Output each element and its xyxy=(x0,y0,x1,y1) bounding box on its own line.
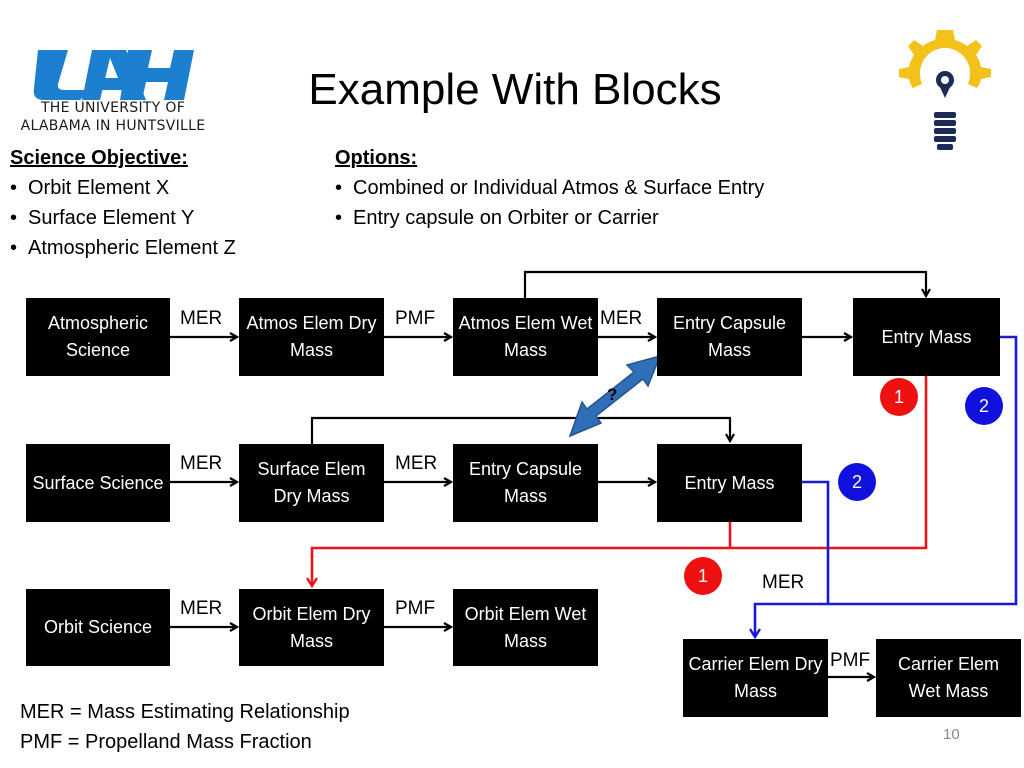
edge-label-mer: MER xyxy=(180,598,223,619)
objective-item: Surface Element Y xyxy=(10,207,194,230)
block-entry-mass-1: Entry Mass xyxy=(853,298,1000,376)
block-entry-capsule-mass-1: Entry Capsule Mass xyxy=(657,298,802,376)
option-item: Entry capsule on Orbiter or Carrier xyxy=(335,207,659,230)
objective-item: Atmospheric Element Z xyxy=(10,237,236,260)
legend-mer: MER = Mass Estimating Relationship xyxy=(20,701,350,723)
block-carrier-elem-dry-mass: Carrier Elem Dry Mass xyxy=(683,639,828,717)
edge-label-mer: MER xyxy=(762,572,805,593)
edge-label-mer: MER xyxy=(180,453,223,474)
block-surface-elem-dry-mass: Surface Elem Dry Mass xyxy=(239,444,384,522)
path-badge-2: 2 xyxy=(965,387,1003,425)
objective-item: Orbit Element X xyxy=(10,177,169,200)
logo-text-line-2: ALABAMA IN HUNTSVILLE xyxy=(20,118,206,134)
edge-label-pmf: PMF xyxy=(395,598,436,619)
edge-label-pmf: PMF xyxy=(395,308,436,329)
path-badge-2: 2 xyxy=(838,463,876,501)
block-entry-capsule-mass-2: Entry Capsule Mass xyxy=(453,444,598,522)
block-carrier-elem-wet-mass: Carrier Elem Wet Mass xyxy=(876,639,1021,717)
options-heading: Options: xyxy=(335,147,418,169)
block-atmos-elem-wet-mass: Atmos Elem Wet Mass xyxy=(453,298,598,376)
gear-bulb-icon xyxy=(899,30,991,150)
block-atmos-elem-dry-mass: Atmos Elem Dry Mass xyxy=(239,298,384,376)
page-title: Example With Blocks xyxy=(308,65,722,114)
legend-pmf: PMF = Propelland Mass Fraction xyxy=(20,731,312,753)
block-orbit-science: Orbit Science xyxy=(26,589,170,666)
block-entry-mass-2: Entry Mass xyxy=(657,444,802,522)
path-badge-1: 1 xyxy=(684,557,722,595)
question-mark-label: ? xyxy=(607,385,618,404)
block-orbit-elem-dry-mass: Orbit Elem Dry Mass xyxy=(239,589,384,666)
edge-label-mer: MER xyxy=(395,453,438,474)
uah-logo xyxy=(33,50,194,100)
edge-label-mer: MER xyxy=(180,308,223,329)
option-item: Combined or Individual Atmos & Surface E… xyxy=(335,177,764,200)
edge-label-mer: MER xyxy=(600,308,643,329)
page-number: 10 xyxy=(943,726,960,743)
science-objective-heading: Science Objective: xyxy=(10,147,188,169)
edge-label-pmf: PMF xyxy=(830,650,871,671)
block-surface-science: Surface Science xyxy=(26,444,170,522)
logo-text-line-1: THE UNIVERSITY OF xyxy=(40,100,186,116)
block-orbit-elem-wet-mass: Orbit Elem Wet Mass xyxy=(453,589,598,666)
path-badge-1: 1 xyxy=(880,378,918,416)
block-atmospheric-science: Atmospheric Science xyxy=(26,298,170,376)
